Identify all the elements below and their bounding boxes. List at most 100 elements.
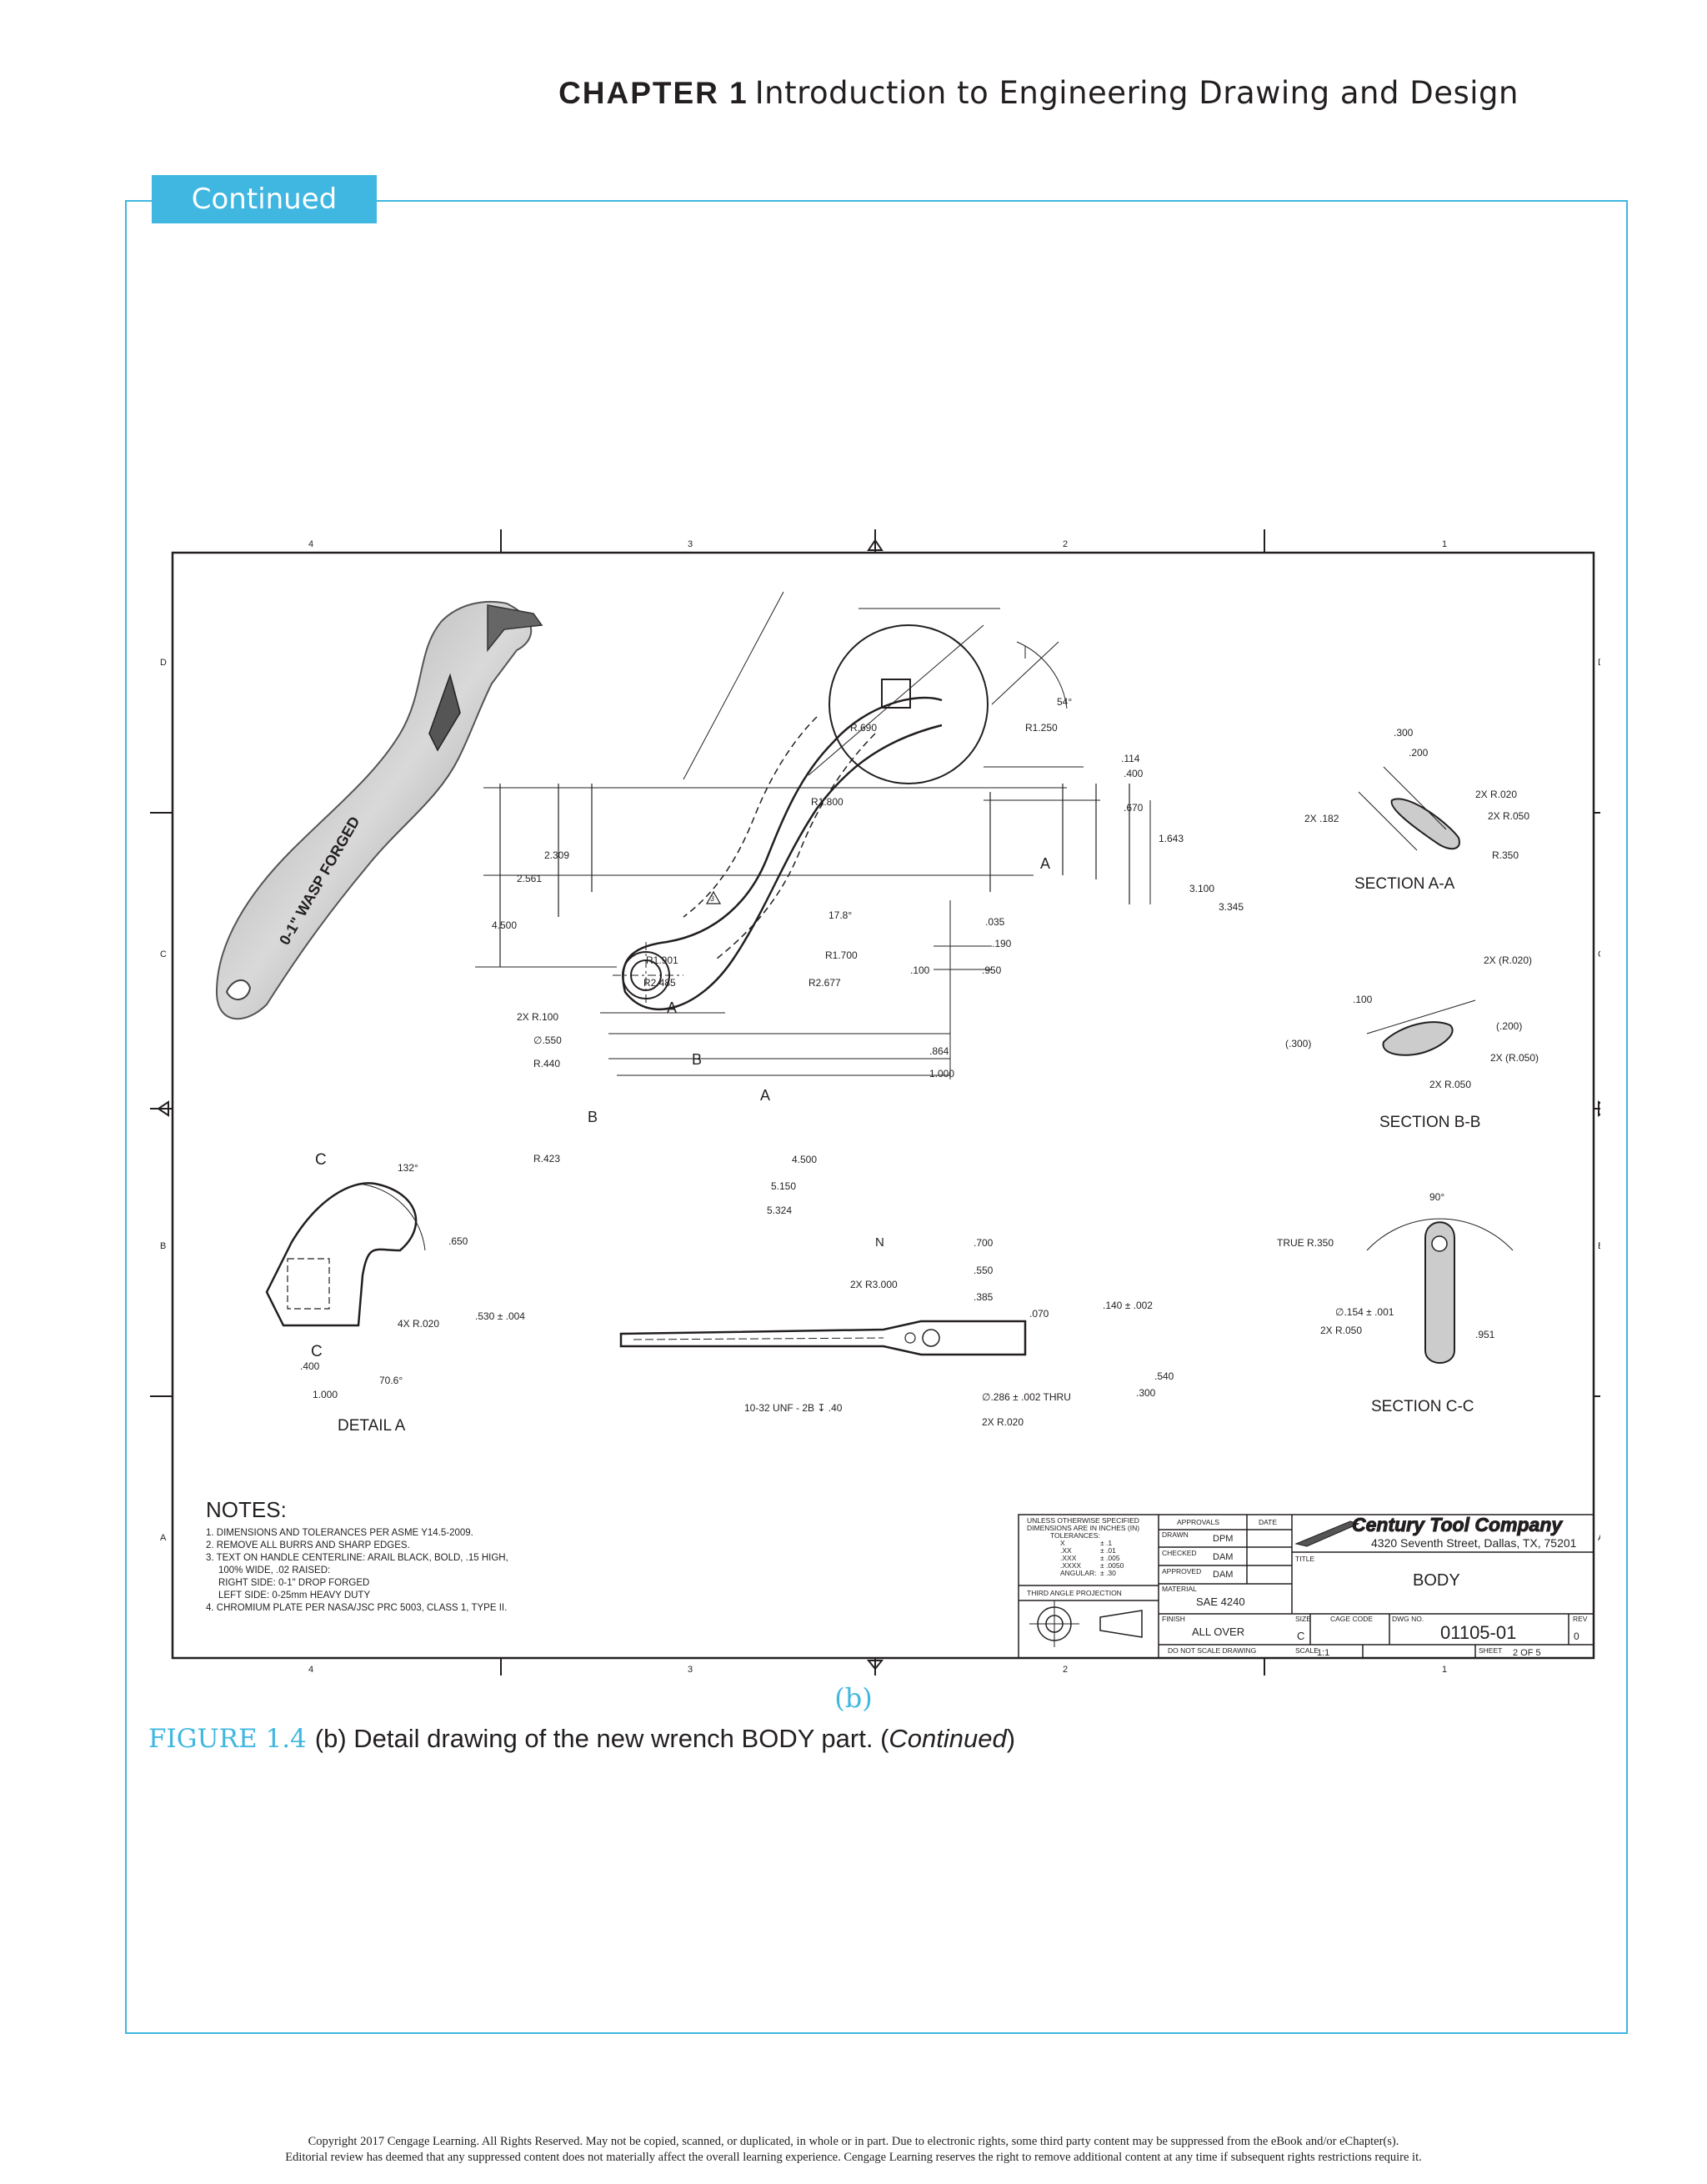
dim-3100: 3.100 [1189,883,1214,894]
side-540: .540 [1154,1370,1174,1382]
chapter-title: Introduction to Engineering Drawing and … [754,75,1519,111]
dim-114: .114 [1121,753,1140,764]
tb-unless-1: UNLESS OTHERWISE SPECIFIED [1027,1516,1139,1525]
sec-bb-300: (.300) [1285,1038,1311,1049]
zone-top-4: 4 [308,539,313,549]
zone-side-b-right: B [1598,1241,1600,1251]
sec-bb-100: .100 [1353,994,1373,1005]
tb-projection: THIRD ANGLE PROJECTION [1027,1589,1122,1597]
tb-material-label: MATERIAL [1162,1585,1197,1593]
dim-dia-550: ∅.550 [533,1034,562,1046]
tb-approved-by: DAM [1213,1570,1233,1580]
dim-4500-vertical: 4.500 [492,919,517,931]
detail-a-706: 70.6° [379,1375,403,1386]
dim-1000: 1.000 [929,1068,954,1079]
zone-bottom-2: 2 [1063,1665,1068,1675]
note-line: RIGHT SIDE: 0-1" DROP FORGED [218,1578,369,1588]
section-label-a-1: A [667,999,677,1016]
section-label-b-2: B [588,1109,598,1125]
dim-400: .400 [1124,768,1144,779]
sec-aa-182: 2X .182 [1304,813,1339,824]
zone-side-a-right: A [1598,1533,1600,1543]
dim-angle-17-8: 17.8° [828,909,852,921]
section-b-b: 2X (R.020) .100 (.300) (.200) 2X (R.050)… [1285,954,1539,1131]
sec-bb-title: SECTION B-B [1379,1114,1480,1131]
sec-aa-r050: 2X R.050 [1488,810,1529,822]
front-view [475,591,1151,1079]
drawing-border [150,529,1600,1676]
tb-scale: 1:1 [1317,1648,1329,1658]
continued-tab: Continued [152,175,377,223]
wrench-3d-render: 0-1" WASP FORGED [215,600,543,1020]
sec-cc-dia154: ∅.154 ± .001 [1335,1306,1394,1318]
copyright-line: Editorial review has deemed that any sup… [285,2151,1422,2164]
flag-note-triangle [705,890,722,904]
tb-approvals: APPROVALS [1177,1518,1219,1526]
dim-4500-horizontal: 4.500 [792,1154,817,1165]
tb-tol-xxx-v: ± .005 [1100,1554,1120,1562]
detail-a-label-c-2: C [311,1343,323,1360]
figure-number: FIGURE 1.4 [148,1724,307,1754]
dim-r423: R.423 [533,1153,560,1165]
section-a-a: .300 .200 2X R.020 2X R.050 2X .182 R.35… [1304,727,1529,893]
detail-a-title: DETAIL A [338,1417,406,1435]
note-line: 3. TEXT ON HANDLE CENTERLINE: ARAIL BLAC… [206,1553,508,1563]
tb-material: SAE 4240 [1196,1595,1245,1608]
zone-top-3: 3 [688,539,693,549]
tb-cage-label: CAGE CODE [1330,1615,1373,1623]
tb-sheet: 2 OF 5 [1513,1648,1541,1658]
flag-note-3: 3 [710,894,714,903]
detail-a: 132° .650 .530 ± .004 4X R.020 .400 70.6… [265,1151,525,1435]
zone-top-1: 1 [1442,539,1447,549]
tb-sheet-label: SHEET [1479,1646,1502,1655]
company-logo-wrench-icon [1294,1520,1360,1547]
note-line: 4. CHROMIUM PLATE PER NASA/JSC PRC 5003,… [206,1603,507,1613]
sec-cc-90: 90° [1429,1191,1444,1203]
side-300: .300 [1136,1387,1156,1399]
tb-size-label: SIZE [1295,1615,1311,1623]
dim-angle-54: 54° [1057,696,1072,708]
dim-r1250: R1.250 [1025,722,1058,734]
tb-title-label: TITLE [1295,1555,1314,1563]
dim-r1901: R1.901 [646,954,678,966]
side-view: .700 .550 .385 2X R3.000 .140 ± .002 .07… [619,1235,1174,1428]
sec-bb-r020: 2X (R.020) [1484,954,1532,966]
tb-title: BODY [1413,1571,1460,1590]
sec-aa-r020: 2X R.020 [1475,789,1517,800]
zone-side-c-right: C [1598,949,1600,959]
side-r3000: 2X R3.000 [850,1279,898,1290]
tb-company: Century Tool Company [1352,1514,1563,1535]
dim-2561: 2.561 [517,873,542,884]
caption-text: (b) Detail drawing of the new wrench BOD… [314,1724,889,1753]
side-070: .070 [1029,1308,1049,1320]
note-line: 100% WIDE, .02 RAISED: [218,1565,330,1575]
tb-tol-xx-v: ± .01 [1100,1546,1116,1555]
sec-bb-r050p: 2X (R.050) [1490,1052,1539,1064]
sec-aa-dim-200: .200 [1409,747,1429,759]
copyright-line: Copyright 2017 Cengage Learning. All Rig… [308,2135,1399,2148]
title-block [1018,1514,1594,1659]
tb-angular-v: ± .30 [1100,1569,1116,1577]
side-700: .700 [974,1237,994,1249]
caption-continued: Continued [889,1724,1007,1753]
section-c-c: 90° TRUE R.350 ∅.154 ± .001 2X R.050 .95… [1277,1191,1514,1415]
dim-r1700: R1.700 [825,949,858,961]
dim-r690: R.690 [850,722,877,734]
tb-dwg-label: DWG NO. [1392,1615,1424,1623]
dim-100: .100 [910,964,930,976]
side-550: .550 [974,1265,994,1276]
tb-rev-label: REV [1573,1615,1588,1623]
detail-a-132: 132° [398,1162,418,1174]
zone-side-c: C [160,949,167,959]
section-label-b-1: B [692,1051,702,1068]
tb-dwg: 01105-01 [1440,1622,1516,1643]
drawing-notes: NOTES: 1. DIMENSIONS AND TOLERANCES PER … [206,1497,508,1613]
tb-tolerances: TOLERANCES: [1050,1531,1100,1540]
tb-drawn: DRAWN [1162,1530,1189,1539]
dim-3345: 3.345 [1219,901,1244,913]
figure-caption: FIGURE 1.4(b) Detail drawing of the new … [148,1724,1015,1754]
dim-190: .190 [992,938,1012,949]
dim-2309: 2.309 [544,849,569,861]
tb-tol-xxxx-v: ± .0050 [1100,1561,1124,1570]
